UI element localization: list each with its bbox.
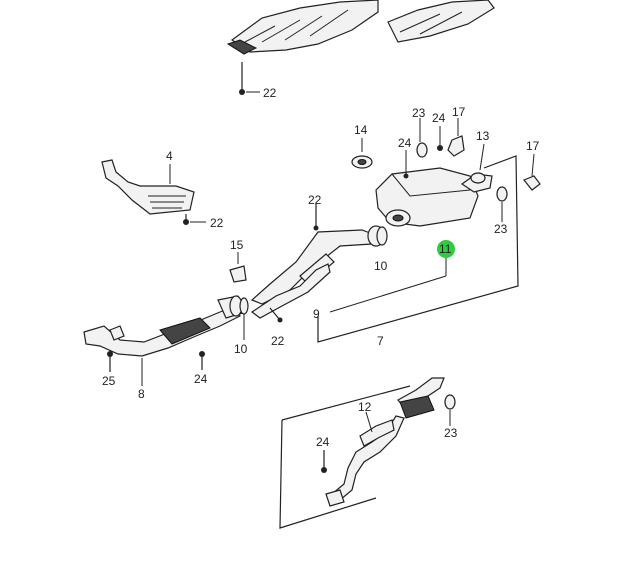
bracket-4 xyxy=(101,159,206,225)
callout-24: 24 xyxy=(194,372,208,386)
callout-10: 10 xyxy=(234,342,248,356)
callout-10: 10 xyxy=(374,259,388,273)
insulator-23-lower xyxy=(444,394,456,426)
callout-11: 11 xyxy=(439,242,452,256)
callout-22: 22 xyxy=(271,334,285,348)
callout-7: 7 xyxy=(377,334,384,348)
clip-17-right xyxy=(523,153,541,191)
muffler-11 xyxy=(375,150,493,227)
bolt-24-front xyxy=(199,351,205,370)
callout-23: 23 xyxy=(412,106,426,120)
tail-pipe-frame xyxy=(279,385,411,529)
sensor-25 xyxy=(107,351,113,372)
heat-shield-rear xyxy=(387,0,495,43)
callout-23: 23 xyxy=(494,222,508,236)
callout-25: 25 xyxy=(102,374,116,388)
callout-8: 8 xyxy=(138,387,145,401)
bolt-22-mid xyxy=(269,307,283,323)
callout-24: 24 xyxy=(398,136,412,150)
callout-17: 17 xyxy=(526,139,540,153)
hanger-13 xyxy=(470,143,486,184)
front-pipe-8 xyxy=(83,295,247,357)
highlight-marker-11 xyxy=(437,240,455,258)
bolt-24-lower xyxy=(321,450,327,473)
grommet-14 xyxy=(351,138,373,169)
callout-9: 9 xyxy=(313,307,320,321)
heat-shield-front xyxy=(226,0,379,55)
callout-24: 24 xyxy=(432,111,446,125)
callout-14: 14 xyxy=(354,123,368,137)
callout-22: 22 xyxy=(210,216,224,230)
callout-24: 24 xyxy=(316,435,330,449)
callout-13: 13 xyxy=(476,129,490,143)
gasket-10-lower xyxy=(239,297,249,340)
callout-15: 15 xyxy=(230,238,244,252)
bolt-22-top xyxy=(239,62,260,95)
hanger-15 xyxy=(229,252,247,283)
callout-22: 22 xyxy=(308,193,322,207)
insulator-23-right xyxy=(496,186,508,222)
callout-23: 23 xyxy=(444,426,458,440)
tail-pipe-12 xyxy=(325,377,445,507)
hanger-23-24-17 xyxy=(416,118,465,158)
gasket-10-upper xyxy=(376,226,388,246)
assembly-7-bracket xyxy=(317,155,519,343)
callout-12: 12 xyxy=(358,400,372,414)
callout-4: 4 xyxy=(166,149,173,163)
callout-17: 17 xyxy=(452,105,466,119)
callout-22: 22 xyxy=(263,86,277,100)
